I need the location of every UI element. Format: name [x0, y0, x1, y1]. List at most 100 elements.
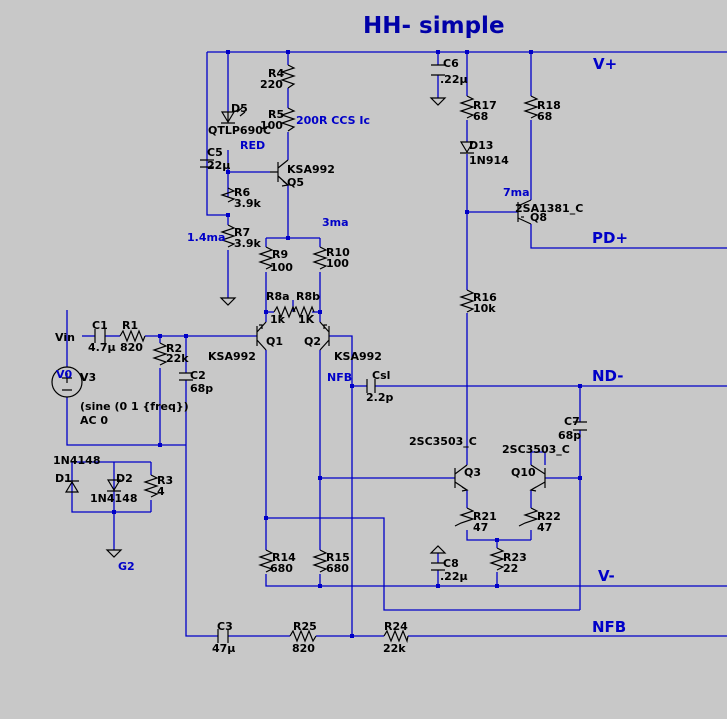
net-nfb: NFB — [592, 618, 626, 636]
label-r5-ref: R5 — [268, 108, 284, 121]
net-vin: Vin — [55, 331, 75, 344]
label-r7-ref: R7 — [234, 226, 250, 239]
label-r17-value: 68 — [473, 110, 488, 123]
resistor-r17 — [459, 95, 475, 119]
label-r21-ref: R21 — [473, 510, 497, 523]
label-c7-ref: C7 — [564, 415, 580, 428]
label-r16-ref: R16 — [473, 291, 497, 304]
junction-dots — [112, 50, 582, 638]
transistor-q5 — [270, 159, 290, 187]
label-d13-value: 1N914 — [469, 154, 509, 167]
label-r15-value: 680 — [326, 562, 349, 575]
label-r1-ref: R1 — [122, 319, 138, 332]
label-c8-value: .22µ — [440, 570, 468, 583]
capacitor-symbols — [94, 64, 587, 643]
transistor-symbols — [256, 159, 546, 492]
label-c2-ref: C2 — [190, 369, 206, 382]
label-d13-ref: D13 — [469, 139, 493, 152]
label-d1-ref: D1 — [55, 472, 72, 485]
diode-symbols — [64, 107, 475, 493]
resistor-r23 — [489, 547, 505, 571]
capacitor-c3 — [217, 629, 229, 643]
ground-c8 — [429, 545, 447, 554]
label-r7-value: 3.9k — [234, 237, 261, 250]
resistor-r1 — [119, 329, 146, 343]
label-d5-value: QTLP690C — [208, 124, 271, 137]
note-3ma: 3ma — [322, 216, 349, 229]
label-r10-value: 100 — [326, 257, 349, 270]
resistor-r16 — [459, 289, 475, 313]
capacitor-c7 — [573, 421, 587, 431]
note-7ma: 7ma — [503, 186, 530, 199]
label-d5-ref: D5 — [231, 102, 248, 115]
label-v3-value: (sine (0 1 {freq}) — [80, 400, 189, 413]
resistor-r15 — [312, 549, 328, 573]
label-q2-ref: Q2 — [304, 335, 321, 348]
resistor-r21 — [454, 507, 475, 527]
label-q5-ref: Q5 — [287, 176, 304, 189]
net-g2: G2 — [118, 560, 135, 573]
label-r18-value: 68 — [537, 110, 552, 123]
capacitor-c8 — [431, 562, 445, 571]
label-csl-value: 2.2p — [366, 391, 393, 404]
resistor-r18 — [523, 95, 539, 119]
diode-d5 — [220, 107, 246, 124]
net-nfb-node: NFB — [327, 371, 352, 384]
net-ndminus: ND- — [592, 367, 624, 385]
label-r6-value: 3.9k — [234, 197, 261, 210]
label-r5-value: 100 — [260, 119, 283, 132]
net-labels: V+ PD+ ND- V- NFB NFB Vin V0 G2 — [55, 55, 628, 636]
current-annotations: 200R CCS Ic RED 3ma 7ma 1.4ma — [187, 114, 530, 244]
resistor-r10 — [312, 246, 328, 270]
label-r2-value: 22k — [166, 352, 189, 365]
resistor-r25 — [289, 629, 317, 643]
note-red: RED — [240, 139, 265, 152]
diode-d13 — [459, 141, 475, 154]
label-v3-ac: AC 0 — [80, 414, 108, 427]
label-c3-value: 47µ — [212, 642, 235, 655]
resistor-r14 — [258, 549, 274, 573]
label-r24-ref: R24 — [384, 620, 408, 633]
label-q2-value: KSA992 — [334, 350, 382, 363]
label-r9-ref: R9 — [272, 248, 288, 261]
diode-d1 — [64, 480, 80, 493]
label-q10-value: 2SC3503_C — [502, 443, 570, 456]
label-r15-ref: R15 — [326, 551, 350, 564]
label-r8b-value: 1K — [298, 313, 315, 326]
label-r3-ref: R3 — [157, 474, 173, 487]
ground-c6 — [429, 97, 447, 106]
label-c3-ref: C3 — [217, 620, 233, 633]
ground-symbols — [105, 97, 447, 558]
label-r4-ref: R4 — [268, 67, 284, 80]
label-c5-ref: C5 — [207, 146, 223, 159]
label-r14-value: 680 — [270, 562, 293, 575]
label-r2-ref: R2 — [166, 342, 182, 355]
label-r9-value: 100 — [270, 261, 293, 274]
label-r6-ref: R6 — [234, 186, 250, 199]
capacitor-c1 — [94, 329, 106, 343]
transistor-q10 — [529, 464, 546, 492]
label-r22-ref: R22 — [537, 510, 561, 523]
note-1-4ma: 1.4ma — [187, 231, 225, 244]
label-c6-ref: C6 — [443, 57, 459, 70]
label-csl-ref: Csl — [372, 369, 390, 382]
label-d1-value: 1N4148 — [53, 454, 100, 467]
capacitor-c6 — [431, 64, 445, 76]
label-q8-ref: Q8 — [530, 211, 547, 224]
resistor-r6 — [220, 187, 236, 203]
label-c2-value: 68p — [190, 382, 213, 395]
label-r8b-ref: R8b — [296, 290, 320, 303]
note-ccs: 200R CCS Ic — [296, 114, 370, 127]
label-r25-ref: R25 — [293, 620, 317, 633]
resistor-r5 — [280, 107, 296, 132]
resistor-r22 — [518, 507, 539, 527]
resistor-r9 — [258, 246, 274, 270]
label-r8a-value: 1k — [270, 313, 286, 326]
label-r14-ref: R14 — [272, 551, 296, 564]
transistor-q1 — [256, 321, 267, 351]
label-r8a-ref: R8a — [266, 290, 290, 303]
label-c7-value: 68p — [558, 429, 581, 442]
label-r10-ref: R10 — [326, 246, 350, 259]
transistor-q2 — [319, 321, 330, 351]
